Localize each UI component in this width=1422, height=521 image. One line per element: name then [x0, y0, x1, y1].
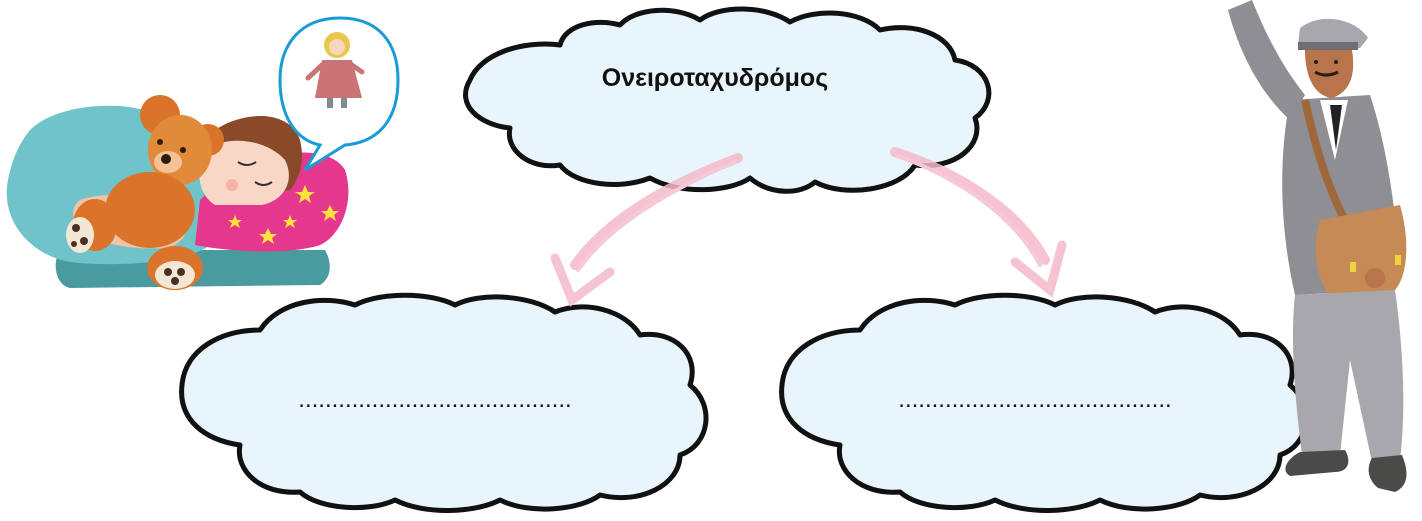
postman-legs [1292, 290, 1404, 462]
left-arrow [550, 153, 743, 308]
postman-bag [1315, 205, 1407, 298]
right-cloud [779, 292, 1309, 513]
face-shape [199, 140, 289, 205]
left-cloud-blank-line[interactable]: ........................................… [298, 386, 572, 413]
teddy-bear-icon [66, 95, 224, 290]
sleeping-girl-illustration [6, 95, 349, 290]
top-cloud [463, 6, 992, 194]
postman-right-shoe [1368, 455, 1407, 492]
top-cloud-title: Ονειροταχυδρόμος [601, 64, 829, 92]
right-cloud-blank-line[interactable]: ........................................… [898, 386, 1172, 413]
postman-left-shoe [1285, 450, 1349, 476]
left-cloud [179, 292, 709, 513]
dream-speech-bubble [278, 16, 400, 172]
pillow-stars-icon [228, 185, 339, 244]
right-arrow [890, 147, 1067, 298]
doll-icon [305, 32, 365, 108]
postman-illustration [1228, 0, 1407, 492]
postman-raised-arm [1228, 0, 1305, 120]
postman-cap [1298, 18, 1368, 48]
